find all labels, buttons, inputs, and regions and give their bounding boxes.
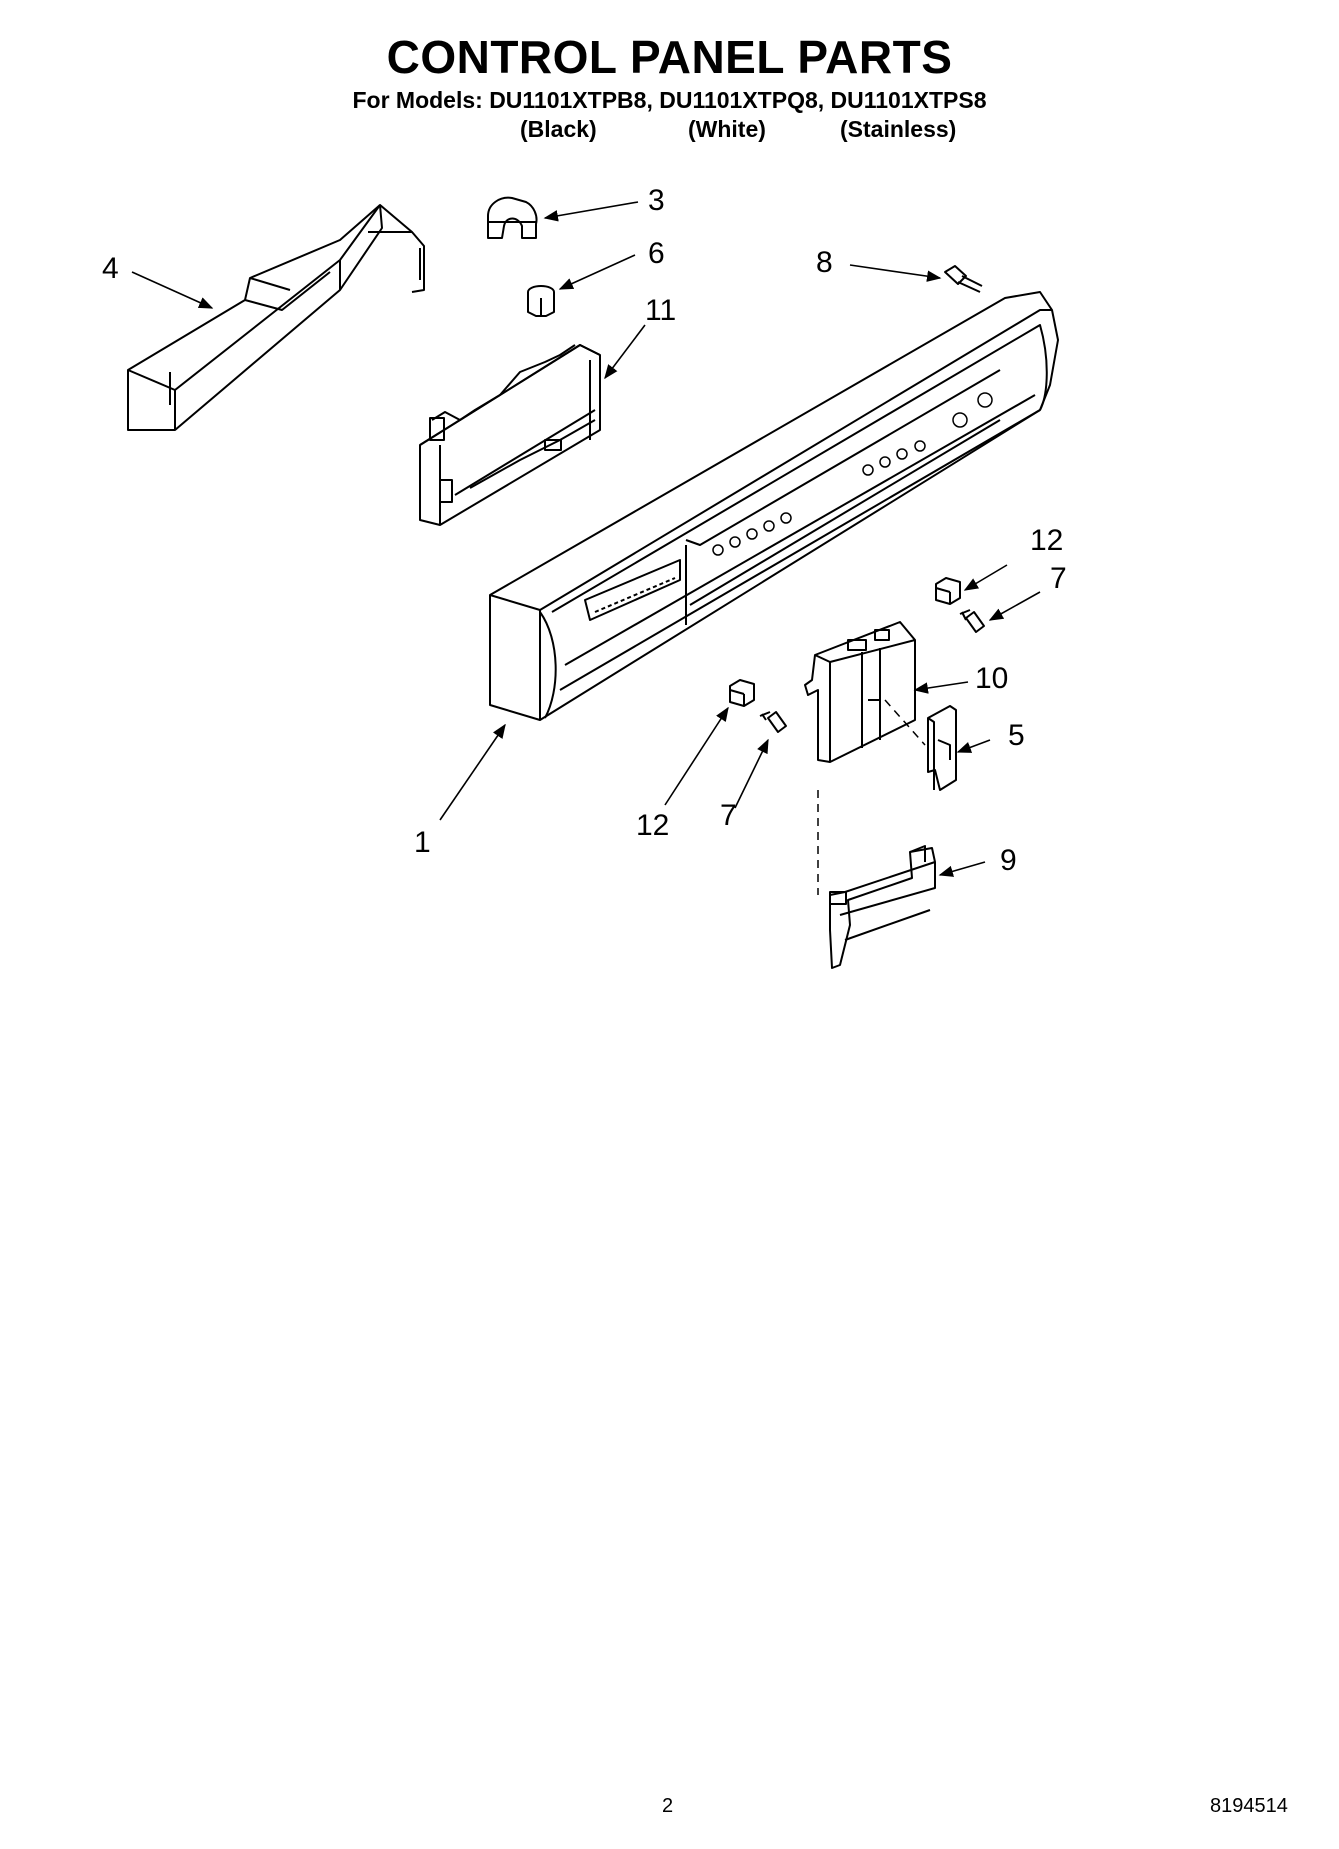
part-1-control-panel [489, 291, 1059, 721]
part-8-screw [944, 265, 983, 293]
part-12-clip-right [935, 577, 961, 605]
variant-black: (Black) [520, 116, 597, 142]
callout-5: 5 [1008, 719, 1025, 752]
page-number: 2 [662, 1795, 674, 1817]
part-3-clip [487, 196, 538, 239]
page-title: CONTROL PANEL PARTS [386, 31, 953, 83]
callout-3: 3 [648, 184, 665, 217]
callout-12-right: 12 [1030, 524, 1063, 557]
callout-7-right: 7 [1050, 562, 1067, 595]
part-5-latch [927, 705, 957, 791]
variant-stainless: (Stainless) [840, 116, 957, 142]
callout-12-left: 12 [636, 809, 669, 842]
callout-9: 9 [1000, 844, 1017, 877]
callout-8: 8 [816, 246, 833, 279]
part-10-bracket [804, 621, 916, 763]
callout-4: 4 [102, 252, 119, 285]
callout-labels: 3 6 11 4 8 12 7 10 5 9 1 12 7 [102, 184, 1067, 877]
leader-lines [131, 201, 1041, 877]
document-number: 8194514 [1210, 1795, 1288, 1817]
part-12-clip-left [729, 679, 755, 707]
models-line: For Models: DU1101XTPB8, DU1101XTPQ8, DU… [352, 87, 987, 113]
callout-6: 6 [648, 237, 665, 270]
part-11-control-board [419, 344, 601, 526]
assembly-lines [817, 699, 926, 895]
part-7-screw-left [759, 711, 787, 733]
part-4-end-cap [127, 204, 425, 431]
part-9-lower-bracket [829, 845, 936, 969]
callout-11: 11 [645, 294, 676, 327]
callout-7-left: 7 [720, 799, 737, 832]
part-7-screw-right [959, 609, 985, 633]
callout-10: 10 [975, 662, 1008, 695]
variant-white: (White) [688, 116, 766, 142]
callout-1: 1 [414, 826, 431, 859]
part-6-button-cap [527, 285, 555, 317]
